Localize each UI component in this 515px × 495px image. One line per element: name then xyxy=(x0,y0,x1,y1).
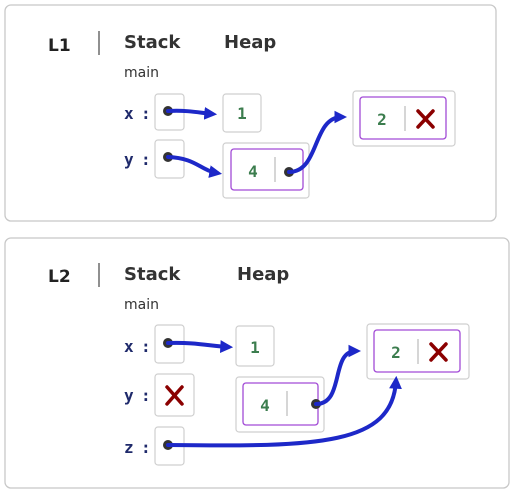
panel-l2: L2 Stack Heap main x : y : z : 1 4 xyxy=(4,237,510,489)
null-icon xyxy=(429,342,448,362)
heap-cell-4-value: 4 xyxy=(248,162,258,181)
heap-cell-4-value: 4 xyxy=(260,396,270,415)
var-x-name: x xyxy=(124,337,134,356)
var-y-name: y xyxy=(124,150,134,169)
arrow-x-to-1 xyxy=(166,340,234,353)
heap-cell-1 xyxy=(235,325,275,367)
heap-title: Heap xyxy=(224,32,276,53)
heap-cell-4 xyxy=(230,148,304,191)
arrow-x-to-1 xyxy=(166,106,218,120)
stack-title: Stack xyxy=(124,32,181,53)
var-z-colon: : xyxy=(141,438,151,457)
heap-cell-2-value: 2 xyxy=(377,110,387,129)
heap-cell-2 xyxy=(373,329,461,373)
arrow-4-to-2 xyxy=(314,344,362,406)
heap-cell-1 xyxy=(222,93,262,133)
var-y-name: y xyxy=(124,386,134,405)
var-z-name: z xyxy=(124,438,134,457)
var-x-colon: : xyxy=(141,337,151,356)
stack-title: Stack xyxy=(124,264,181,285)
var-y-colon: : xyxy=(141,386,151,405)
frame-name: main xyxy=(124,297,159,313)
var-y-colon: : xyxy=(141,150,151,169)
heap-cell-1-value: 1 xyxy=(250,338,260,357)
heap-cell-2-value: 2 xyxy=(391,343,401,362)
arrow-4-to-2 xyxy=(287,110,348,174)
arrow-z-to-2 xyxy=(166,375,402,448)
var-x-colon: : xyxy=(141,104,151,123)
step-label: L2 xyxy=(48,267,71,287)
null-icon xyxy=(416,109,435,129)
var-x-name: x xyxy=(124,104,134,123)
heap-cell-2 xyxy=(359,96,447,140)
arrow-y-to-4 xyxy=(166,155,223,178)
step-label: L1 xyxy=(48,36,71,56)
heap-cell-4 xyxy=(242,382,319,426)
heap-title: Heap xyxy=(237,264,289,285)
panel-l1: L1 Stack Heap main x : y : 1 4 2 xyxy=(4,4,497,222)
heap-cell-1-value: 1 xyxy=(237,104,247,123)
null-icon xyxy=(165,385,184,406)
frame-name: main xyxy=(124,65,159,81)
